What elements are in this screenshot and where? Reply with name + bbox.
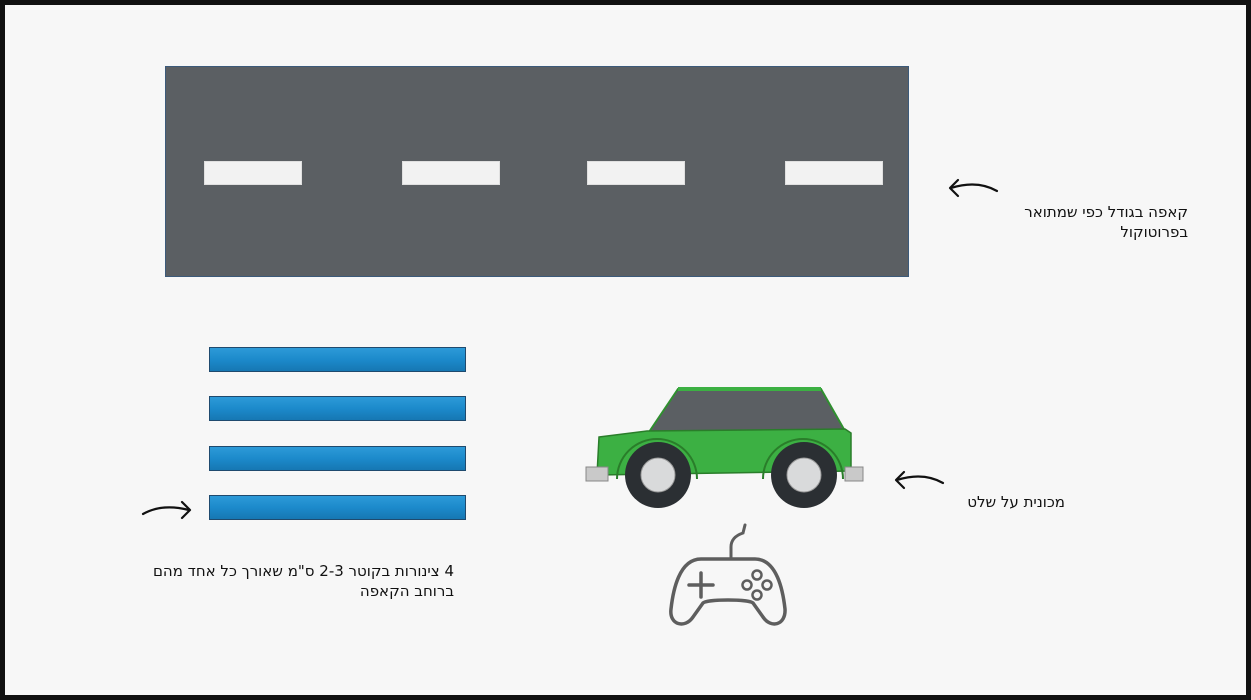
- arrow-icon: [891, 467, 947, 493]
- lane-marking: [587, 161, 685, 185]
- tube: [209, 396, 466, 421]
- arrow-icon: [139, 498, 195, 524]
- tube: [209, 495, 466, 520]
- tube: [209, 347, 466, 372]
- car-icon: [583, 383, 865, 509]
- track-label-line2: בפרוטוקול: [1024, 222, 1188, 242]
- gamepad-icon: [665, 521, 791, 633]
- lane-marking: [204, 161, 302, 185]
- tube: [209, 446, 466, 471]
- arrow-icon: [945, 175, 1001, 201]
- lane-marking: [402, 161, 500, 185]
- car-label: מכונית על שלט: [967, 492, 1065, 512]
- tubes-label-line2: ברוחב הקאפה: [153, 581, 454, 601]
- track-label: קאפה בגודל כפי שמתואר בפרוטוקול: [1024, 202, 1188, 242]
- track-label-line1: קאפה בגודל כפי שמתואר: [1024, 202, 1188, 222]
- road-track: [165, 66, 909, 277]
- tubes-label: 4 צינורות בקוטר 2-3 ס"מ שאורך כל אחד מהם…: [153, 561, 454, 601]
- tubes-label-line1: 4 צינורות בקוטר 2-3 ס"מ שאורך כל אחד מהם: [153, 561, 454, 581]
- lane-marking: [785, 161, 883, 185]
